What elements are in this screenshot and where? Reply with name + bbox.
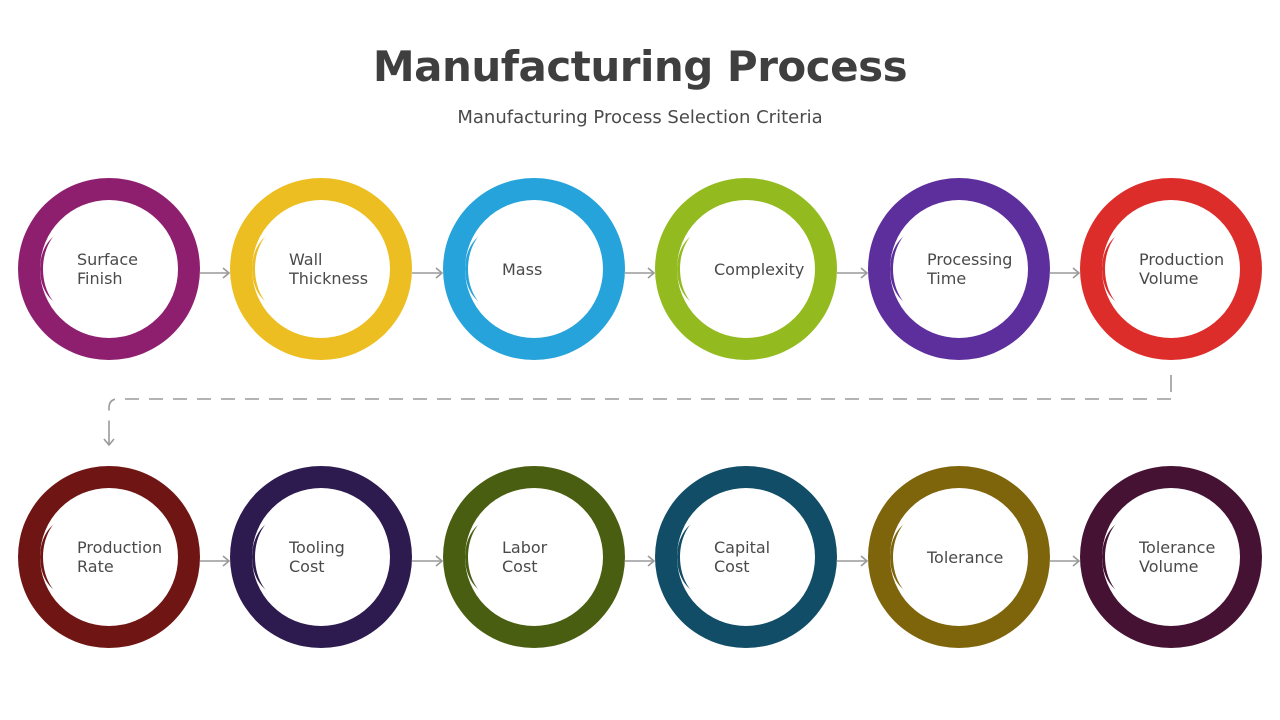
arrowhead-2-3 <box>435 267 444 279</box>
crescent-mark <box>40 232 64 306</box>
step-label: Surface Finish <box>77 250 138 288</box>
step-processing-time: Processing Time <box>868 178 1050 360</box>
arrow-row1 <box>200 267 1081 279</box>
step-label: Processing Time <box>927 250 1013 288</box>
step-production-volume: Production Volume <box>1080 178 1262 360</box>
arrowhead-11-12 <box>1072 555 1081 567</box>
step-wall-thickness: Wall Thickness <box>230 178 412 360</box>
arrowhead-1-2 <box>222 267 231 279</box>
arrowhead-9-10 <box>647 555 656 567</box>
step-complexity: Complexity <box>655 178 837 360</box>
page-title: Manufacturing Process <box>372 42 908 91</box>
step-label: Capital Cost <box>714 538 771 576</box>
crescent-mark <box>1102 232 1126 306</box>
crescent-mark <box>252 232 276 306</box>
crescent-mark <box>677 232 701 306</box>
step-label: Tooling Cost <box>289 538 345 576</box>
arrowhead-4-5 <box>860 267 869 279</box>
crescent-mark <box>40 520 64 594</box>
step-tolerance-volume: Tolerance Volume <box>1080 466 1262 648</box>
return-path <box>103 375 1172 447</box>
step-mass: Mass <box>443 178 625 360</box>
step-label: Mass <box>502 259 543 279</box>
crescent-mark <box>1102 520 1126 594</box>
page-subtitle: Manufacturing Process Selection Criteria <box>457 107 823 128</box>
step-capital-cost: Capital Cost <box>655 466 837 648</box>
step-label: Labor Cost <box>502 538 548 576</box>
step-tolerance: Tolerance <box>868 466 1050 648</box>
step-production-rate: Production Rate <box>18 466 200 648</box>
step-tooling-cost: Tooling Cost <box>230 466 412 648</box>
arrowhead-7-8 <box>222 555 231 567</box>
crescent-mark <box>465 520 489 594</box>
step-label: Production Volume <box>1139 250 1225 288</box>
step-surface-finish: Surface Finish <box>18 178 200 360</box>
step-label: Tolerance <box>927 547 1004 567</box>
step-label: Complexity <box>714 259 805 279</box>
crescent-mark <box>890 520 914 594</box>
arrowhead-8-9 <box>435 555 444 567</box>
arrowhead-5-6 <box>1072 267 1081 279</box>
return-dashed-line <box>108 398 1171 428</box>
crescent-mark <box>677 520 701 594</box>
arrowhead-3-4 <box>647 267 656 279</box>
step-labor-cost: Labor Cost <box>443 466 625 648</box>
step-label: Tolerance Volume <box>1139 538 1216 576</box>
arrowhead-10-11 <box>860 555 869 567</box>
crescent-mark <box>465 232 489 306</box>
step-label: Wall Thickness <box>289 250 369 288</box>
crescent-mark <box>890 232 914 306</box>
step-label: Production Rate <box>77 538 163 576</box>
crescent-mark <box>252 520 276 594</box>
arrow-row2 <box>200 555 1081 567</box>
return-arrowhead <box>103 438 115 447</box>
